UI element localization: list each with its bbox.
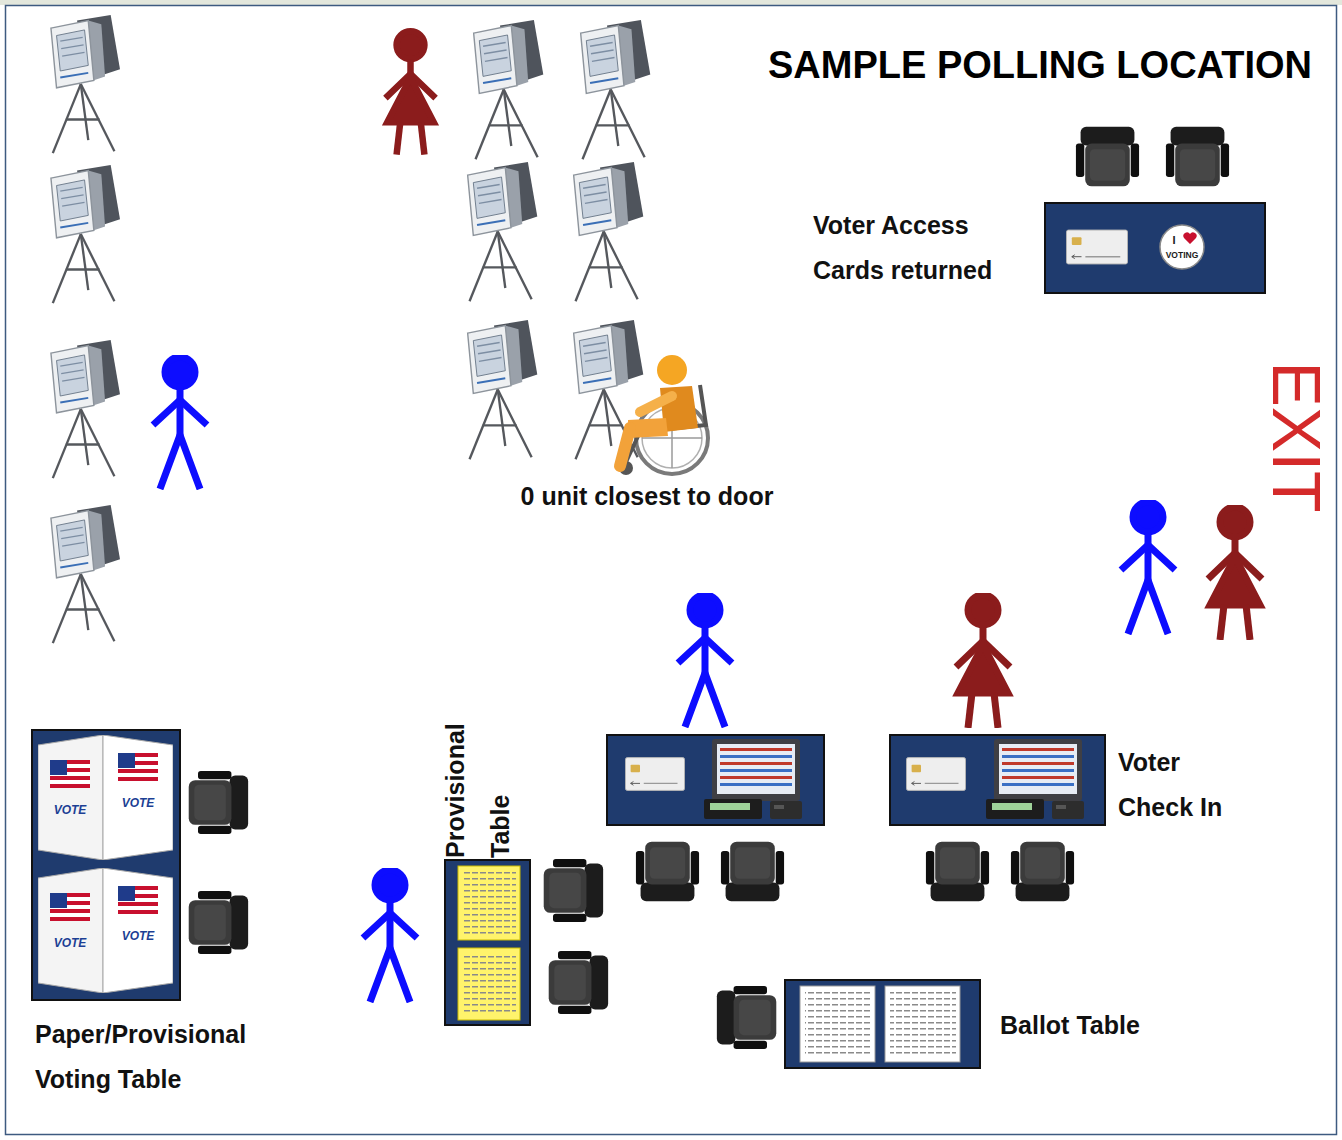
chair [1166,127,1229,186]
access-card-picture [1066,230,1127,264]
wheelchair-voter [619,355,708,475]
provisional-form [458,948,520,1020]
table [1045,203,1265,293]
table [607,735,824,825]
title-slot: SAMPLE POLLING LOCATION [745,42,1335,88]
exit-sign: EXIT [1263,337,1331,537]
area-label-slot: Provisional Table [433,713,523,858]
page-frame [6,6,1337,1135]
area-label: Ballot Table [1000,1008,1170,1042]
chair [189,891,248,954]
note-label-slot: 0 unit closest to door [487,481,807,511]
voting-machine [474,20,544,159]
ballot-print [890,990,956,1058]
chair [926,842,989,901]
booth-text-slot: VOTE [113,928,163,944]
booth-text: VOTE [113,928,163,944]
booth-text-slot: VOTE [45,802,95,818]
pollbook-picture [704,739,802,819]
chair [189,771,248,834]
voting-machine [574,162,644,301]
voter-figure [1121,502,1175,634]
ballot-print [805,990,871,1058]
area-label-slot: Ballot Table [1000,1008,1170,1042]
table [890,735,1105,825]
page-title: SAMPLE POLLING LOCATION [745,42,1335,88]
chair [1011,842,1074,901]
area-label: Voter Check In [1118,740,1258,830]
person-shin [620,428,630,466]
voting-machine [468,162,538,301]
chair [636,842,699,901]
chair [1076,127,1139,186]
sticker-text-slot: I [1166,232,1182,248]
voter-figure [956,595,1010,728]
voting-machine [51,505,120,643]
voting-machine [51,165,120,303]
voting-machine [468,320,538,459]
chair [717,986,776,1049]
access-card-picture [625,758,684,791]
booth-text: VOTE [45,935,95,951]
note-label: 0 unit closest to door [487,481,807,511]
chair [721,842,784,901]
voting-machine [51,15,120,153]
area-label-slot: Voter Check In [1118,740,1258,830]
sticker [1160,225,1204,269]
voter-figure [153,357,207,489]
booth-text: VOTE [113,795,163,811]
person-head [657,355,687,385]
access-card-picture [906,758,965,791]
voter-figure [1208,507,1262,640]
area-label: Voter Access Cards returned [813,203,1023,293]
table [445,860,530,1025]
chair [544,859,603,922]
table [32,730,180,1000]
booth-text-slot: VOTE [113,795,163,811]
form-print [462,952,516,1016]
booth-text-slot: VOTE [45,935,95,951]
voter-figure [363,870,417,1002]
sticker-heart [1183,232,1196,244]
booth-text: VOTE [45,802,95,818]
provisional-form [458,866,520,940]
exit-sign-slot: EXIT [1263,337,1331,537]
voting-machine [51,340,120,478]
chair-frame [626,385,706,462]
sticker-text: VOTING [1160,250,1204,260]
person-arm [640,396,672,412]
sticker-text-slot: VOTING [1160,250,1204,260]
sticker-text: I [1166,232,1182,248]
top-band [0,0,1342,5]
table [785,980,980,1068]
area-label-slot: Paper/Provisional Voting Table [35,1012,285,1102]
privacy-booth [38,735,173,860]
area-label: Provisional Table [433,713,523,858]
paper-ballot [800,986,875,1062]
area-label: Paper/Provisional Voting Table [35,1012,285,1102]
voting-machine [581,20,651,159]
voter-figure [678,595,732,727]
pollbook-picture [986,739,1084,819]
area-label-slot: Voter Access Cards returned [813,203,1023,293]
chair [549,951,608,1014]
privacy-booth [38,868,173,993]
form-print [462,870,516,936]
poll-worker-figure [385,31,435,155]
paper-ballot [885,986,960,1062]
